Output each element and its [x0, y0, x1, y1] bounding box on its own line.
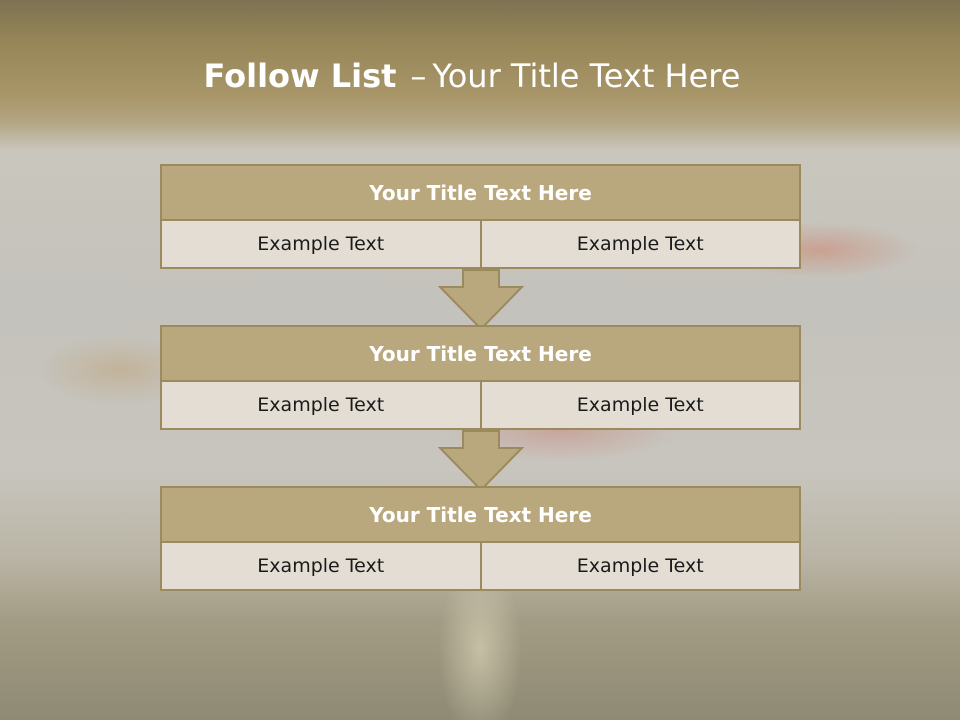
step-cell-left: Example Text: [160, 541, 482, 591]
slide-title-bold: Follow List: [203, 57, 397, 95]
step-title: Your Title Text Here: [160, 325, 801, 382]
down-arrow-icon: [438, 430, 524, 492]
step-cell-right: Example Text: [479, 541, 801, 591]
step-cell-right: Example Text: [479, 219, 801, 269]
step-row: Example Text Example Text: [160, 541, 801, 591]
step-cell-left: Example Text: [160, 219, 482, 269]
step-block-2: Your Title Text Here Example Text Exampl…: [160, 325, 801, 430]
step-cell-right: Example Text: [479, 380, 801, 430]
step-row: Example Text Example Text: [160, 380, 801, 430]
slide-title: Follow List–Your Title Text Here: [0, 52, 944, 100]
step-block-1: Your Title Text Here Example Text Exampl…: [160, 164, 801, 269]
step-block-3: Your Title Text Here Example Text Exampl…: [160, 486, 801, 591]
step-row: Example Text Example Text: [160, 219, 801, 269]
slide-title-separator: –: [410, 57, 427, 95]
step-title: Your Title Text Here: [160, 164, 801, 221]
step-title: Your Title Text Here: [160, 486, 801, 543]
step-cell-left: Example Text: [160, 380, 482, 430]
slide-title-text: Your Title Text Here: [432, 57, 741, 95]
down-arrow-icon: [438, 269, 524, 331]
